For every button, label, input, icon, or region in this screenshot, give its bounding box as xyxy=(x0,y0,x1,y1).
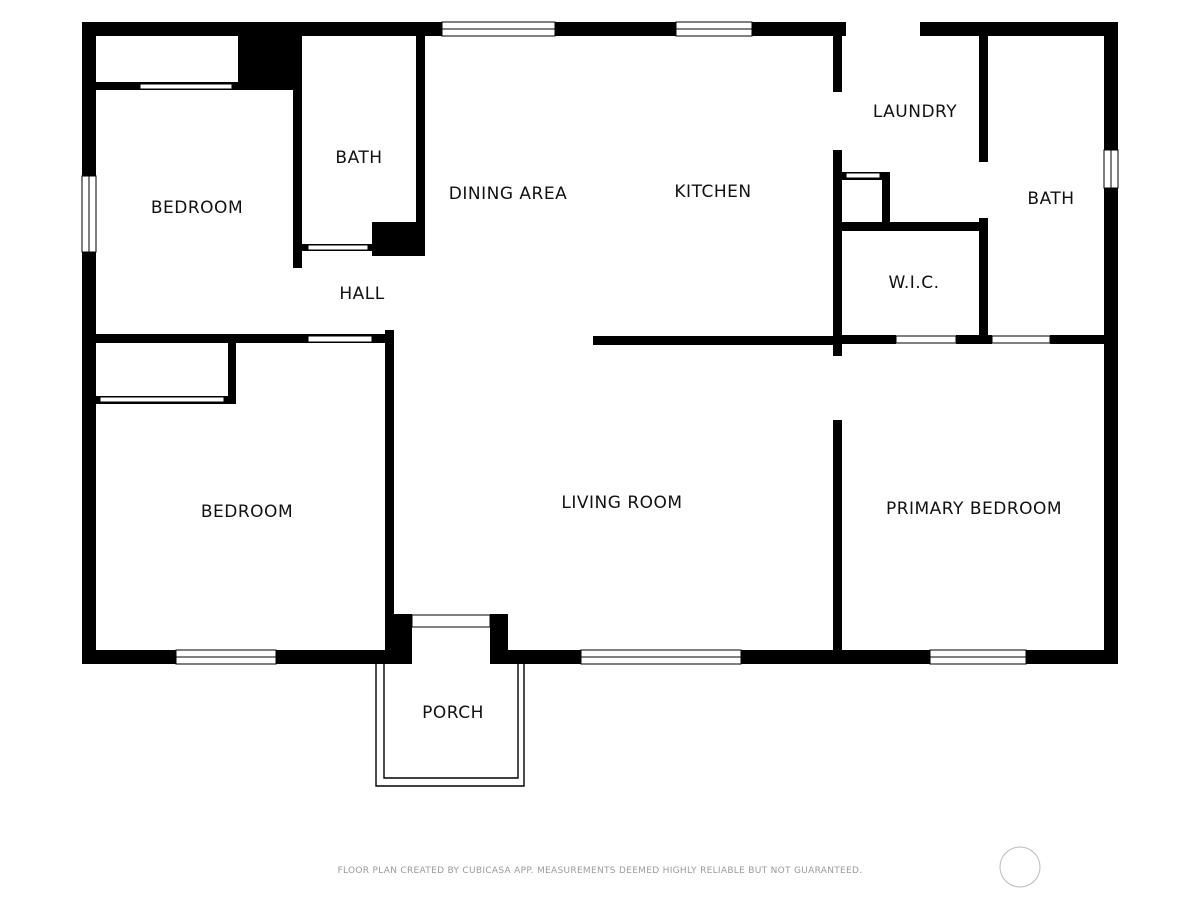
door-bath-hall xyxy=(307,244,369,251)
label-dining-area: DINING AREA xyxy=(449,184,567,204)
label-primary-bedroom: PRIMARY BEDROOM xyxy=(886,499,1062,519)
exterior-wall-west xyxy=(82,22,96,664)
laundry-closet-side xyxy=(882,172,890,228)
door-wic xyxy=(895,335,957,344)
label-bath-center: BATH xyxy=(335,148,382,168)
room-labels: BEDROOM BATH DINING AREA KITCHEN LAUNDRY… xyxy=(151,102,1074,723)
door-openings xyxy=(99,83,1051,628)
label-bedroom-sw: BEDROOM xyxy=(201,502,293,522)
label-living-room: LIVING ROOM xyxy=(561,493,682,513)
door-laundry-closet xyxy=(845,172,881,179)
interior-walls xyxy=(96,36,1108,664)
wall-wic-south xyxy=(842,335,896,344)
wall-bath-east xyxy=(416,36,425,256)
label-kitchen: KITCHEN xyxy=(674,182,751,202)
label-hall: HALL xyxy=(339,284,384,304)
tub-block xyxy=(372,222,425,256)
label-porch: PORCH xyxy=(422,703,484,723)
label-laundry: LAUNDRY xyxy=(873,102,957,122)
closet-wall-sw-divider xyxy=(228,343,236,403)
wall-wic-south-east xyxy=(956,335,992,344)
door-porch xyxy=(411,614,491,628)
wall-bath-south-east xyxy=(1050,335,1108,344)
label-bath-east: BATH xyxy=(1027,189,1074,209)
door-closet-nw xyxy=(139,83,233,90)
door-bath-east xyxy=(991,335,1051,344)
footer-disclaimer: FLOOR PLAN CREATED BY CUBICASA APP. MEAS… xyxy=(338,866,863,876)
opening-north-laundry xyxy=(846,22,920,36)
porch-entry-wall-east xyxy=(490,614,508,664)
label-wic: W.I.C. xyxy=(889,273,940,293)
porch-outline xyxy=(375,664,525,787)
wall-bath-east-west xyxy=(979,36,988,162)
closet-block-nw xyxy=(238,36,302,86)
wall-bedroom-bath xyxy=(293,36,302,268)
door-bedroom-sw xyxy=(307,335,373,343)
wall-primary-west xyxy=(833,420,842,664)
wall-bath-east-west-lower xyxy=(979,218,988,344)
label-bedroom-nw: BEDROOM xyxy=(151,198,243,218)
wall-hall-east xyxy=(385,330,394,664)
exterior-wall-north xyxy=(82,22,1118,36)
compass-icon xyxy=(999,846,1041,888)
wall-kitchen-east-mid xyxy=(833,150,842,356)
wall-kitchen-living xyxy=(593,336,842,345)
porch-entry-wall-west xyxy=(394,614,412,664)
door-closet-sw xyxy=(99,396,225,403)
windows xyxy=(81,21,1119,665)
wall-laundry-wic xyxy=(842,222,988,231)
wall-kitchen-east xyxy=(833,36,842,92)
wall-bedroom-nw-south xyxy=(96,334,394,343)
